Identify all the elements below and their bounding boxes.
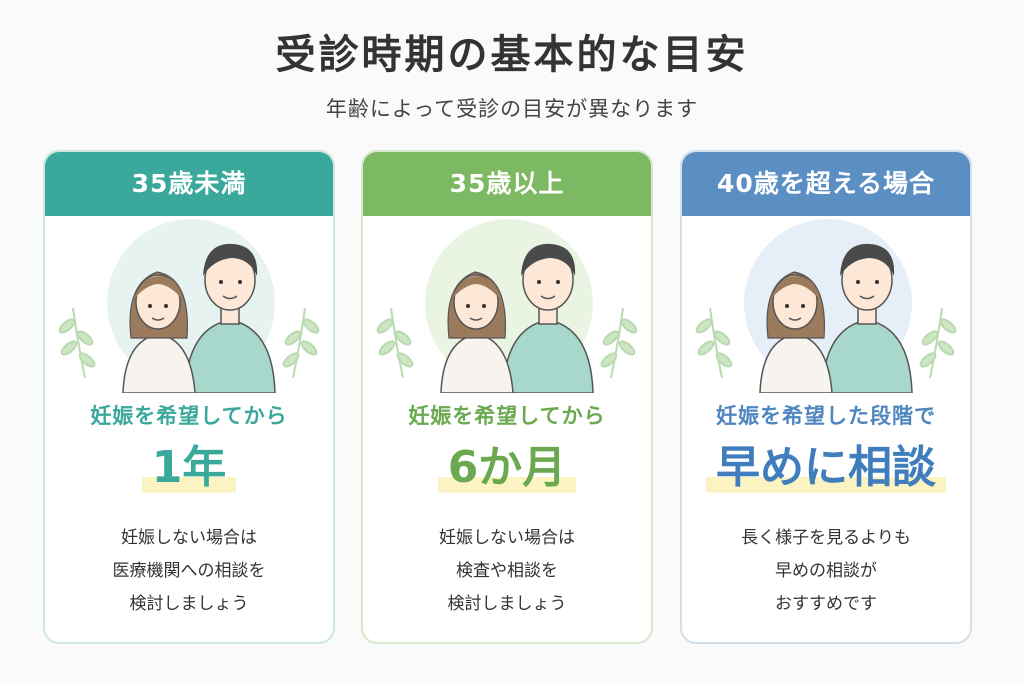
couple-illustration-icon (376, 219, 638, 393)
page-title: 受診時期の基本的な目安 (275, 32, 749, 78)
desc-line: 妊娠しない場合は (439, 528, 575, 548)
card-header: 40歳を超える場合 (682, 152, 970, 216)
card-under-35: 35歳未満 妊娠を希望してから 1年 (43, 150, 335, 644)
desc-line: 検討しましょう (129, 594, 249, 614)
leaf-branch-icon (282, 307, 320, 379)
card-header: 35歳以上 (363, 152, 651, 216)
desc-line: 妊娠しない場合は (121, 528, 257, 548)
desc-line: 検査や相談を (456, 561, 558, 581)
card-35-and-over: 35歳以上 妊娠を希望してから 6か月 妊娠しない場合は (361, 150, 653, 644)
leaf-branch-icon (695, 307, 733, 379)
card-highlight-value: 6か月 (437, 440, 577, 496)
card-over-40: 40歳を超える場合 妊娠を希望した段階で 早めに相談 長 (680, 150, 972, 644)
couple-illustration-icon (695, 219, 957, 393)
card-lead-text: 妊娠を希望してから (90, 404, 288, 428)
page-subtitle: 年齢によって受診の目安が異なります (325, 97, 699, 121)
card-lead-text: 妊娠を希望した段階で (716, 404, 936, 428)
couple-illustration-icon (58, 219, 320, 393)
desc-line: おすすめです (775, 594, 877, 614)
leaf-branch-icon (919, 307, 957, 379)
desc-line: 長く様子を見るよりも (741, 528, 911, 548)
card-header: 35歳未満 (45, 152, 333, 216)
desc-line: 医療機関への相談を (112, 561, 266, 581)
desc-line: 検討しましょう (447, 594, 567, 614)
desc-line: 早めの相談が (775, 561, 877, 581)
card-description: 妊娠しない場合は 医療機関への相談を 検討しましょう (45, 522, 333, 621)
card-highlight-value: 1年 (141, 440, 237, 496)
card-lead-text: 妊娠を希望してから (408, 404, 606, 428)
card-description: 長く様子を見るよりも 早めの相談が おすすめです (682, 522, 970, 621)
leaf-branch-icon (600, 307, 638, 379)
leaf-branch-icon (58, 307, 96, 379)
leaf-branch-icon (376, 307, 414, 379)
card-description: 妊娠しない場合は 検査や相談を 検討しましょう (363, 522, 651, 621)
card-highlight-value: 早めに相談 (706, 440, 946, 496)
